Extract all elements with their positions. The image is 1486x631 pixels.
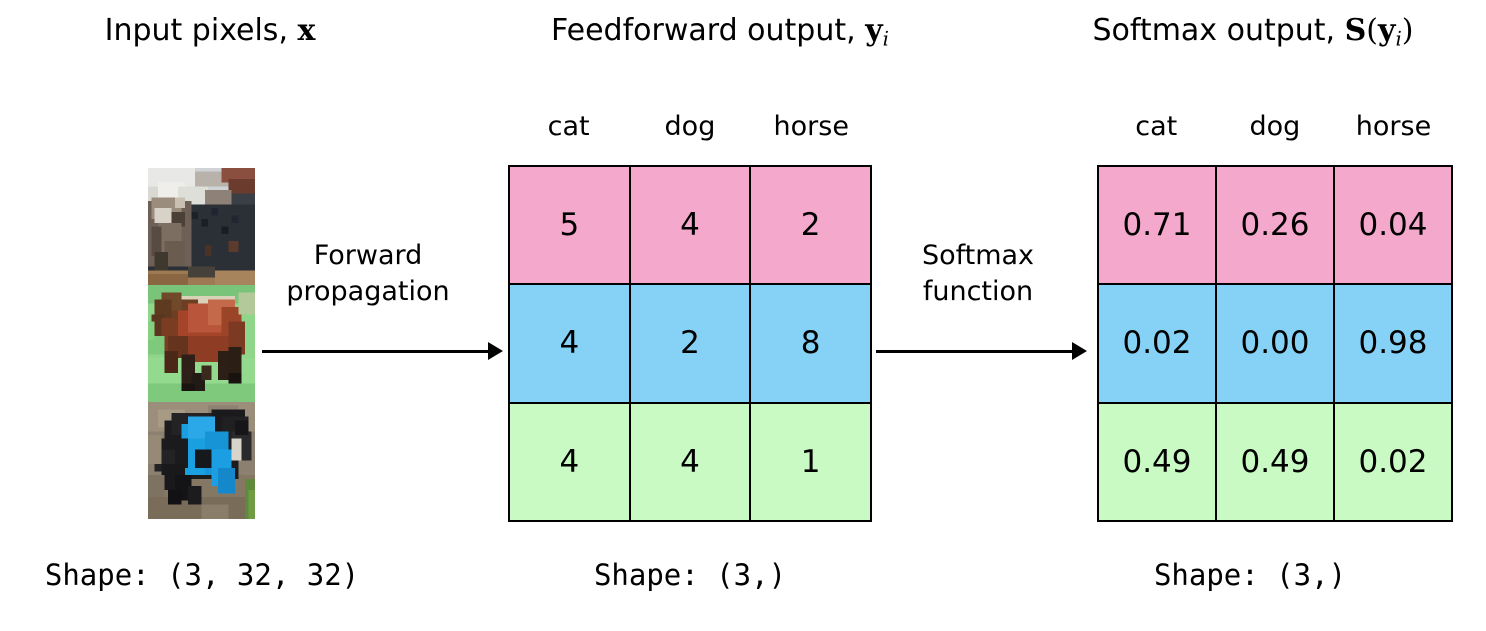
table-cell: 8	[751, 285, 870, 402]
softmax-header-dog: dog	[1249, 111, 1301, 142]
softmax-function-arrow-head-icon	[1072, 342, 1087, 360]
forward-propagation-arrow-line	[262, 350, 492, 353]
table-cell: 0.49	[1217, 403, 1333, 520]
forward-propagation-line2: propagation	[286, 275, 450, 307]
feedforward-table: 5 4 2 4 2 8 4 4 1	[508, 165, 872, 522]
forward-propagation-label: Forward propagation	[258, 238, 478, 309]
table-cell: 0.02	[1335, 403, 1451, 520]
table-cell: 5	[510, 167, 629, 284]
input-title-symbol: x	[297, 13, 316, 48]
table-cell: 0.00	[1217, 285, 1333, 402]
softmax-column-headers: cat dog horse	[1097, 107, 1453, 147]
table-cell: 2	[630, 285, 750, 402]
feedforward-header-dog: dog	[664, 111, 716, 142]
horse-thumbnail	[148, 285, 255, 402]
softmax-shape-caption: Shape: (3,)	[1153, 558, 1347, 592]
table-cell: 0.49	[1099, 403, 1215, 520]
input-column-title: Input pixels, x	[0, 14, 420, 47]
table-cell: 0.26	[1217, 167, 1333, 284]
softmax-title-open-paren: (	[1366, 13, 1379, 48]
table-cell: 0.02	[1099, 285, 1215, 402]
cat-thumbnail	[148, 168, 255, 285]
softmax-title-subscript: i	[1395, 27, 1402, 51]
feedforward-title-text: Feedforward output,	[551, 13, 866, 48]
softmax-title-text: Softmax output,	[1092, 13, 1345, 48]
softmax-function-arrow-line	[876, 350, 1076, 353]
softmax-title-symbol: S	[1344, 13, 1367, 48]
table-cell: 0.04	[1335, 167, 1451, 284]
softmax-function-label: Softmax function	[878, 238, 1078, 309]
softmax-function-line1: Softmax	[921, 240, 1035, 271]
dog-thumbnail	[148, 402, 255, 519]
table-cell: 0.71	[1099, 167, 1215, 284]
table-cell: 1	[751, 403, 870, 520]
softmax-header-cat: cat	[1135, 111, 1178, 142]
feedforward-header-horse: horse	[773, 111, 849, 142]
table-cell: 4	[630, 167, 750, 284]
input-thumbnail-stack	[148, 168, 255, 519]
softmax-table: 0.71 0.26 0.04 0.02 0.00 0.98 0.49 0.49 …	[1097, 165, 1453, 522]
softmax-title-symbol2: y	[1378, 13, 1396, 48]
feedforward-shape-caption: Shape: (3,)	[593, 558, 787, 592]
softmax-column-title: Softmax output, S(yi)	[1020, 14, 1486, 50]
forward-propagation-arrow-head-icon	[488, 342, 503, 360]
softmax-header-horse: horse	[1355, 111, 1432, 142]
table-cell: 4	[630, 403, 750, 520]
softmax-function-line2: function	[922, 275, 1034, 307]
feedforward-title-symbol: y	[865, 13, 883, 48]
input-title-text: Input pixels,	[104, 13, 298, 48]
input-shape-caption: Shape: (3, 32, 32)	[44, 558, 360, 592]
feedforward-column-headers: cat dog horse	[508, 107, 872, 147]
table-cell: 4	[510, 285, 629, 402]
forward-propagation-line1: Forward	[313, 240, 423, 271]
softmax-title-close-paren: )	[1401, 13, 1414, 48]
table-cell: 4	[510, 403, 629, 520]
feedforward-title-subscript: i	[882, 27, 889, 51]
table-cell: 0.98	[1335, 285, 1451, 402]
feedforward-column-title: Feedforward output, yi	[440, 14, 1000, 50]
feedforward-header-cat: cat	[547, 111, 590, 142]
table-cell: 2	[751, 167, 870, 284]
